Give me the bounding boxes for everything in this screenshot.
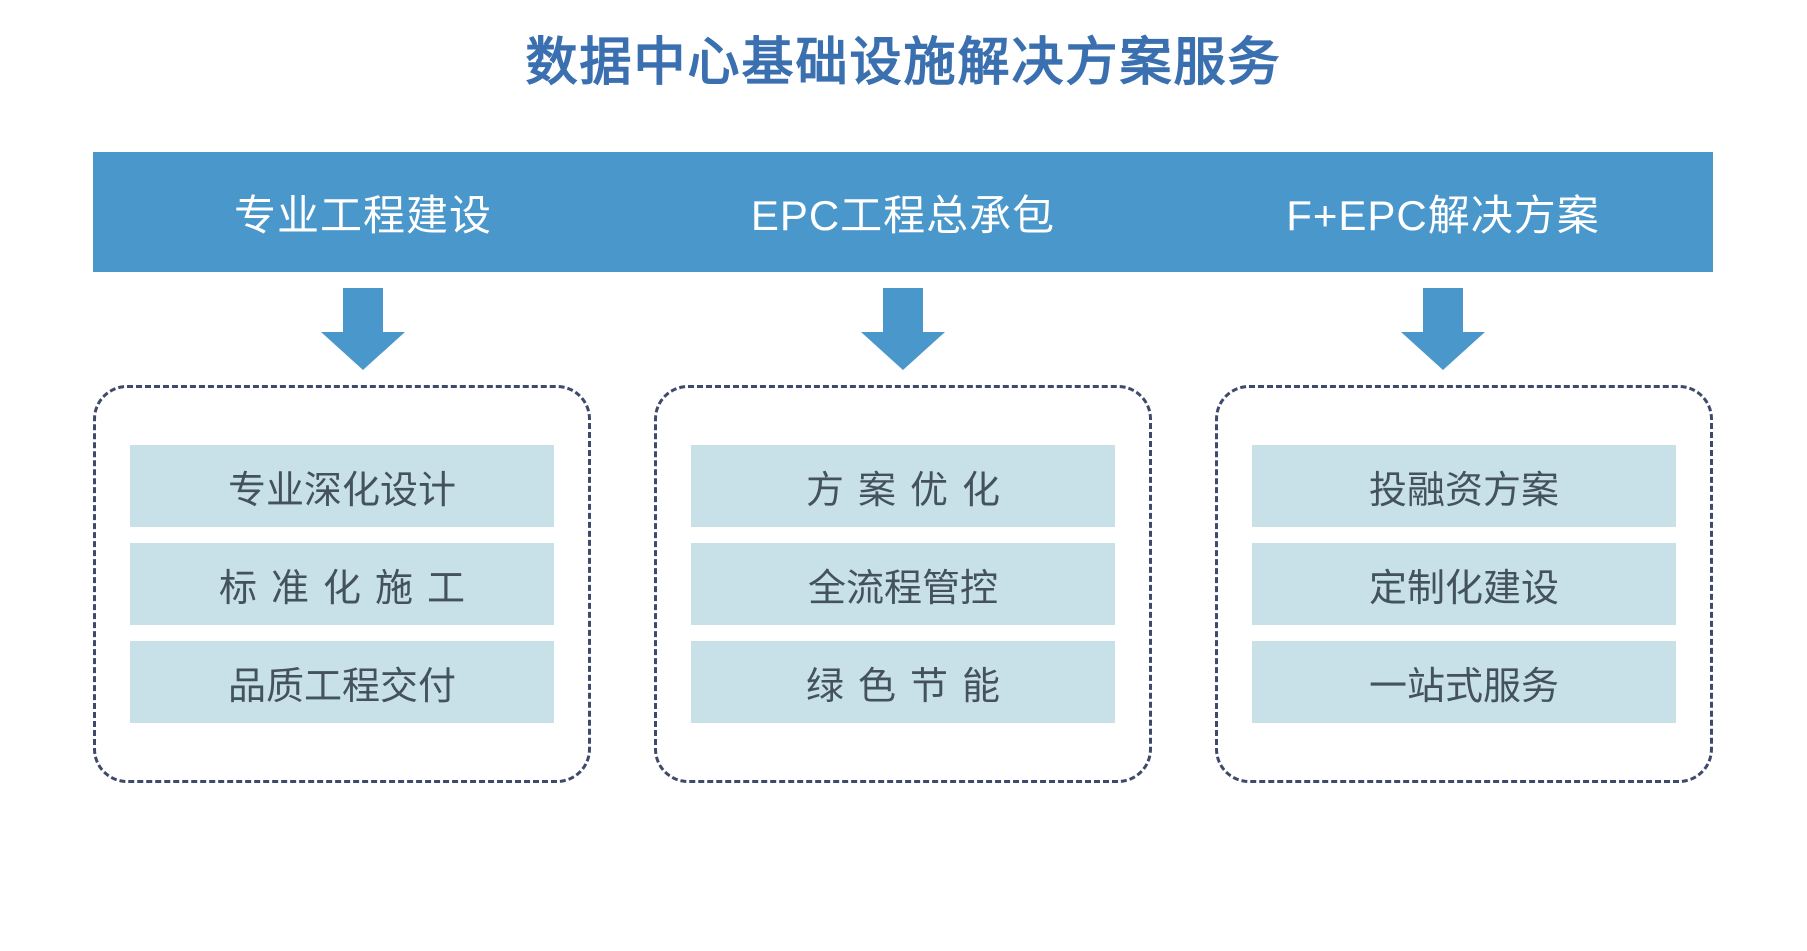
item-bar-1-2: 绿色节能 [691, 641, 1115, 723]
arrow-stem [883, 288, 923, 334]
arrow-down-icon-0 [321, 288, 405, 370]
item-bar-0-1: 标准化施工 [130, 543, 554, 625]
arrow-down-icon-2 [1401, 288, 1485, 370]
category-header-bar: 专业工程建设 EPC工程总承包 F+EPC解决方案 [93, 152, 1713, 272]
category-header-0: 专业工程建设 [233, 191, 492, 239]
dashed-box-1: 方案优化 全流程管控 绿色节能 [654, 385, 1152, 783]
arrow-cell-1 [633, 288, 1173, 373]
item-bar-2-0: 投融资方案 [1252, 445, 1676, 527]
columns-row: 专业深化设计 标准化施工 品质工程交付 方案优化 全流程管控 绿色节能 投融资方… [93, 385, 1713, 785]
item-bar-0-0: 专业深化设计 [130, 445, 554, 527]
item-bar-2-2: 一站式服务 [1252, 641, 1676, 723]
item-bar-2-1: 定制化建设 [1252, 543, 1676, 625]
arrow-head [861, 332, 945, 370]
dashed-box-2: 投融资方案 定制化建设 一站式服务 [1215, 385, 1713, 783]
arrow-cell-0 [93, 288, 633, 373]
dashed-box-0: 专业深化设计 标准化施工 品质工程交付 [93, 385, 591, 783]
arrow-cell-2 [1173, 288, 1713, 373]
page-title: 数据中心基础设施解决方案服务 [525, 34, 1282, 92]
category-header-2: F+EPC解决方案 [1286, 191, 1600, 239]
arrow-head [321, 332, 405, 370]
item-bar-1-1: 全流程管控 [691, 543, 1115, 625]
category-header-1: EPC工程总承包 [750, 191, 1056, 239]
arrows-row [93, 288, 1713, 373]
arrow-head [1401, 332, 1485, 370]
arrow-stem [1423, 288, 1463, 334]
arrow-stem [343, 288, 383, 334]
item-bar-0-2: 品质工程交付 [130, 641, 554, 723]
item-bar-1-0: 方案优化 [691, 445, 1115, 527]
arrow-down-icon-1 [861, 288, 945, 370]
